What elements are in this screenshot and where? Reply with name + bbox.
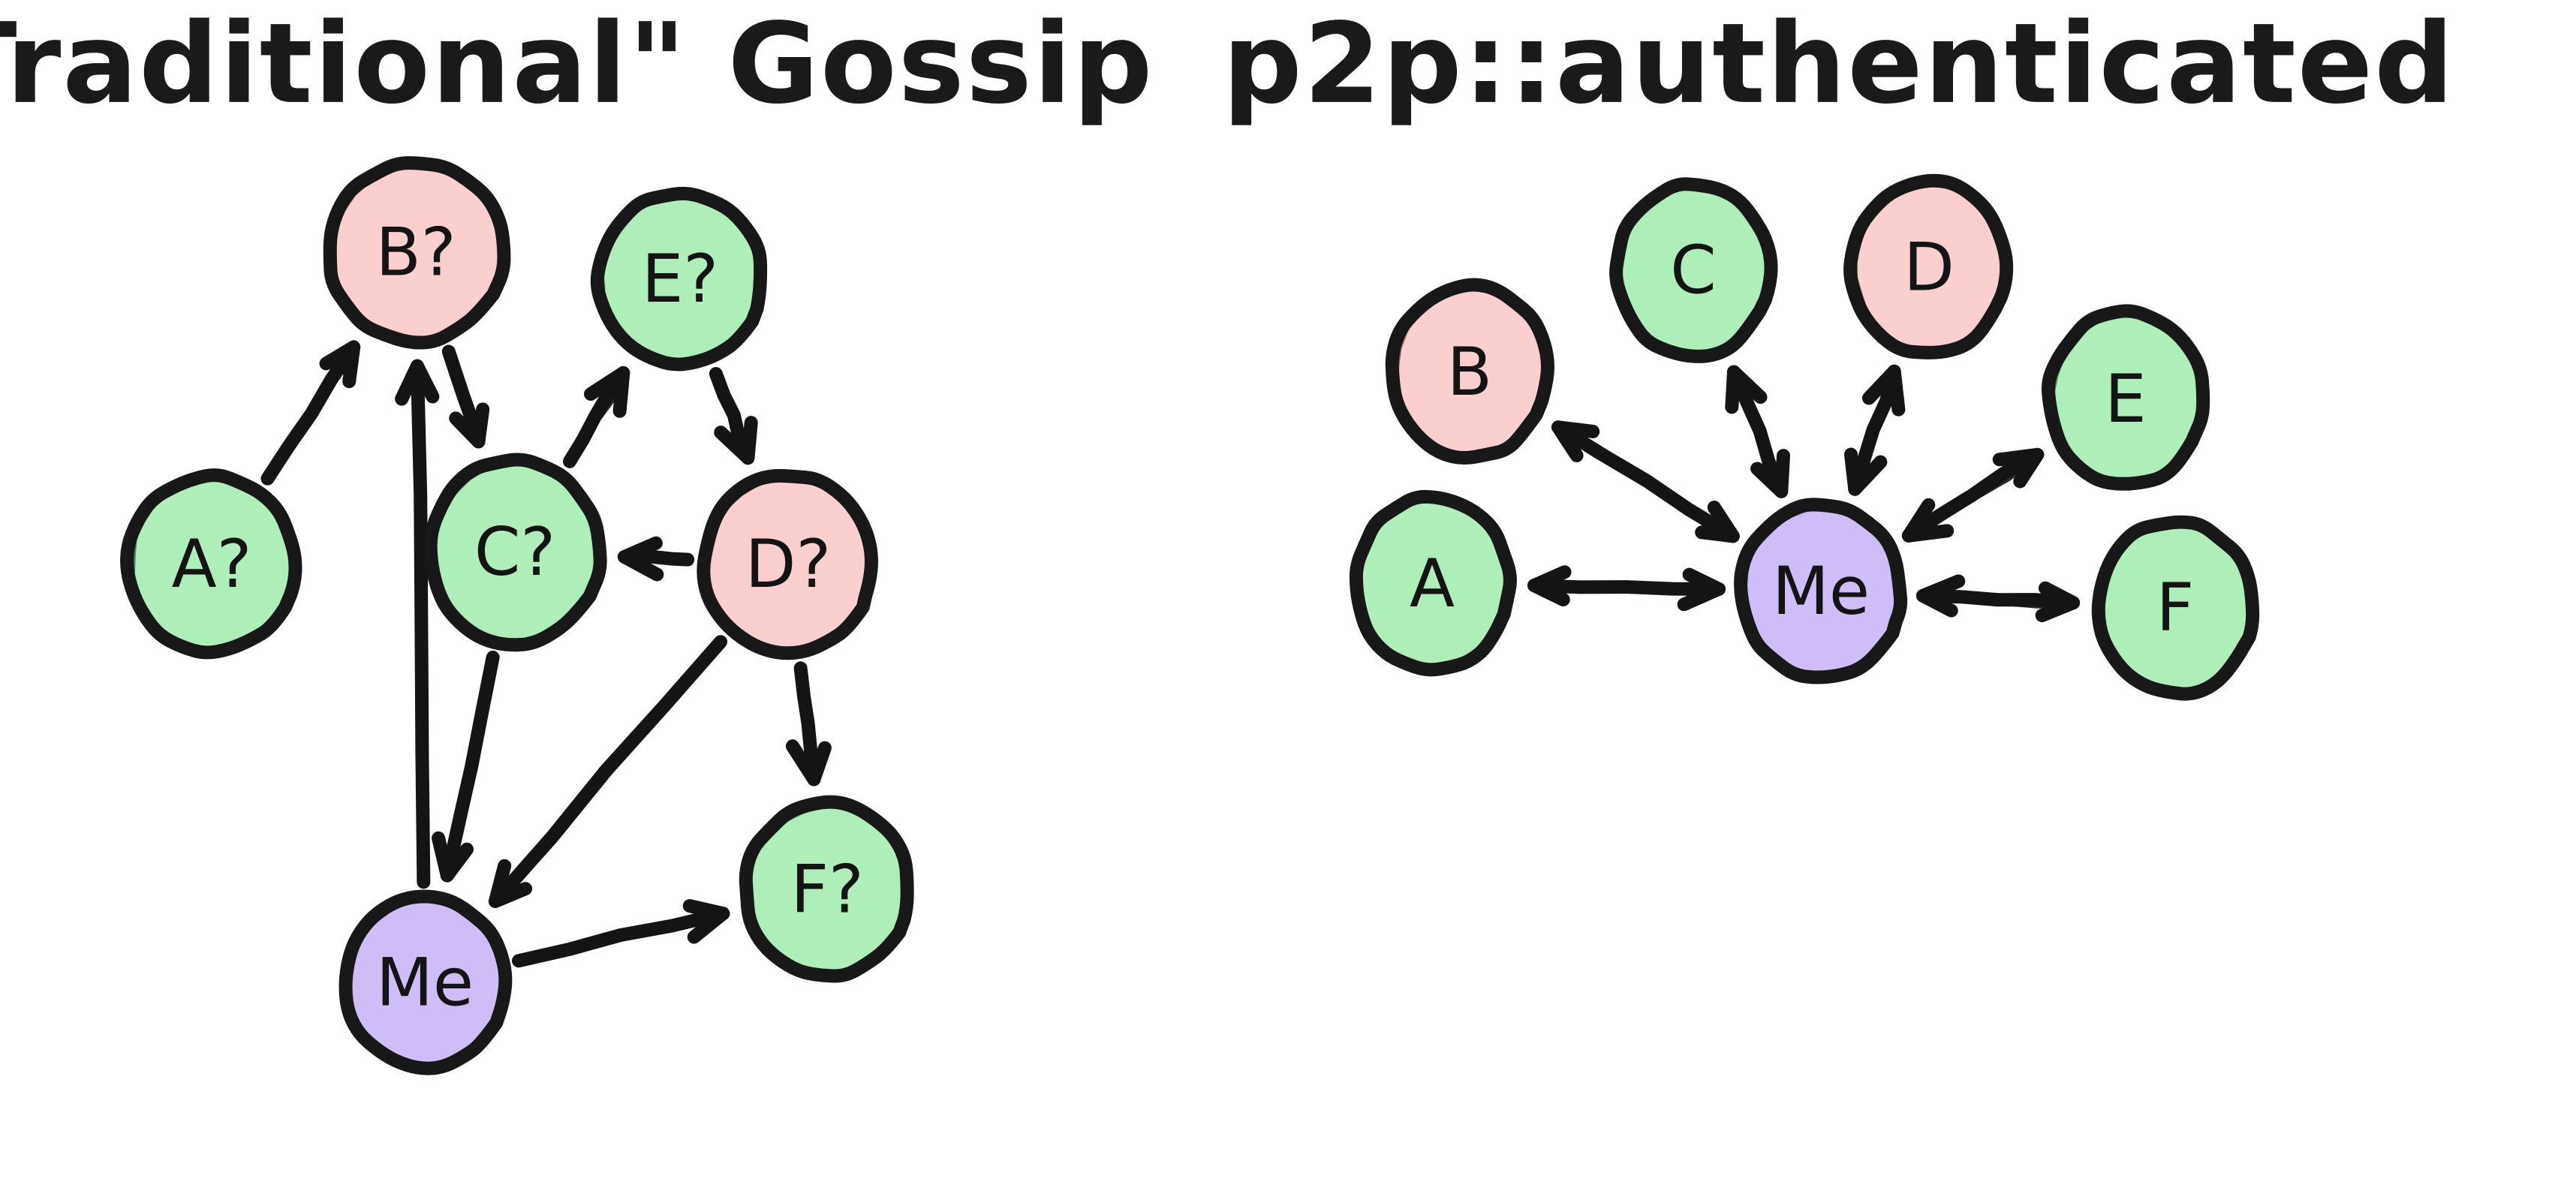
edge-d-to-c [617, 536, 695, 582]
edge-stroke-overdraw [1556, 425, 1739, 543]
node-f[interactable]: F? [739, 795, 914, 983]
node-circle-overdraw [1354, 513, 1391, 631]
node-me[interactable]: Me [1734, 498, 1908, 684]
node-b[interactable]: B [1385, 278, 1554, 465]
node-circle-overdraw [1850, 195, 1888, 316]
edge-stroke-overdraw [516, 911, 729, 967]
node-circle[interactable] [1385, 278, 1554, 465]
node-circle-overdraw [2095, 536, 2135, 655]
node-circle-overdraw [128, 477, 201, 577]
edge-me-to-d [1844, 364, 1906, 496]
edge-stroke-overdraw [1921, 594, 2079, 609]
node-f[interactable]: F [2091, 515, 2260, 701]
arrow-head-icon [2035, 581, 2081, 623]
edge-me-to-a [1527, 565, 1726, 612]
arrow-head-icon [1695, 501, 1740, 543]
arrow-head-icon [1901, 498, 1955, 543]
node-circle-overdraw [596, 193, 670, 292]
node-circle-overdraw [1392, 300, 1428, 420]
edge-stroke-overdraw [1732, 369, 1787, 498]
panel-title-traditional-gossip: "Traditional" Gossip [0, 0, 1154, 128]
edge-a-to-b [260, 340, 361, 486]
edge-c-to-e [562, 365, 630, 468]
edge-d-to-me [488, 635, 728, 908]
arrow-head-icon [1861, 364, 1906, 417]
edge-e-to-d [709, 367, 758, 465]
node-circle[interactable] [120, 468, 302, 660]
arrow-head-icon [682, 899, 730, 944]
panel-title-p2p-authenticated: p2p::authenticated [1223, 0, 2455, 128]
arrow-head-icon [1750, 449, 1790, 498]
edge-me-to-e [1901, 447, 2045, 543]
node-d[interactable]: D [1843, 173, 2014, 359]
arrow-head-icon [714, 416, 758, 465]
arrow-head-icon [1915, 574, 1966, 618]
node-circle-overdraw [1614, 200, 1652, 318]
arrow-head-icon [1725, 365, 1768, 414]
node-c[interactable]: C? [423, 453, 607, 652]
node-circle-overdraw [701, 474, 778, 577]
node-e[interactable]: E [2041, 304, 2210, 491]
node-c[interactable]: C [1609, 177, 1778, 363]
edge-me-to-c [1725, 365, 1790, 498]
node-a[interactable]: A [1349, 489, 1517, 677]
node-circle-overdraw [1741, 504, 1827, 586]
edge-me-to-b [395, 359, 440, 889]
edge-me-to-f [1915, 574, 2081, 623]
node-me[interactable]: Me [339, 889, 513, 1075]
node-b[interactable]: B? [323, 156, 511, 350]
edge-stroke-overdraw [445, 656, 499, 882]
arrow-head-icon [319, 340, 361, 389]
node-a[interactable]: A? [120, 468, 302, 660]
edge-c-to-me [432, 650, 500, 883]
arrow-head-icon [395, 359, 440, 406]
arrow-head-icon [449, 402, 490, 449]
arrow-head-icon [584, 365, 630, 418]
node-circle-overdraw [2048, 329, 2084, 448]
edge-stroke-overdraw [493, 640, 727, 907]
arrow-head-icon [785, 739, 832, 786]
node-circle-overdraw [745, 802, 817, 902]
edge-stroke-overdraw [1532, 583, 1725, 596]
node-d[interactable]: D? [697, 468, 878, 660]
arrow-head-icon [617, 536, 664, 582]
arrow-head-icon [1677, 567, 1726, 612]
node-circle-overdraw [429, 460, 504, 565]
arrow-head-icon [1551, 420, 1600, 462]
arrow-head-icon [1844, 447, 1888, 496]
edge-b-to-c [441, 344, 490, 449]
edge-me-to-f [511, 899, 730, 968]
arrow-head-icon [432, 831, 474, 883]
arrow-head-icon [1527, 565, 1572, 607]
node-circle-overdraw [343, 896, 429, 980]
edge-stroke-overdraw [265, 344, 360, 485]
arrow-head-icon [488, 859, 533, 908]
arrow-head-icon [1992, 447, 2045, 489]
edge-d-to-f [785, 661, 832, 786]
edge-me-to-b [1551, 420, 1740, 543]
edge-stroke-overdraw [1906, 453, 2043, 543]
node-circle[interactable] [1843, 173, 2014, 359]
edge-group-p2p-authenticated [1527, 364, 2081, 623]
node-e[interactable]: E? [590, 186, 768, 371]
edge-stroke-overdraw [415, 364, 429, 889]
node-circle-overdraw [327, 161, 405, 265]
edge-group-traditional-gossip [260, 340, 832, 968]
